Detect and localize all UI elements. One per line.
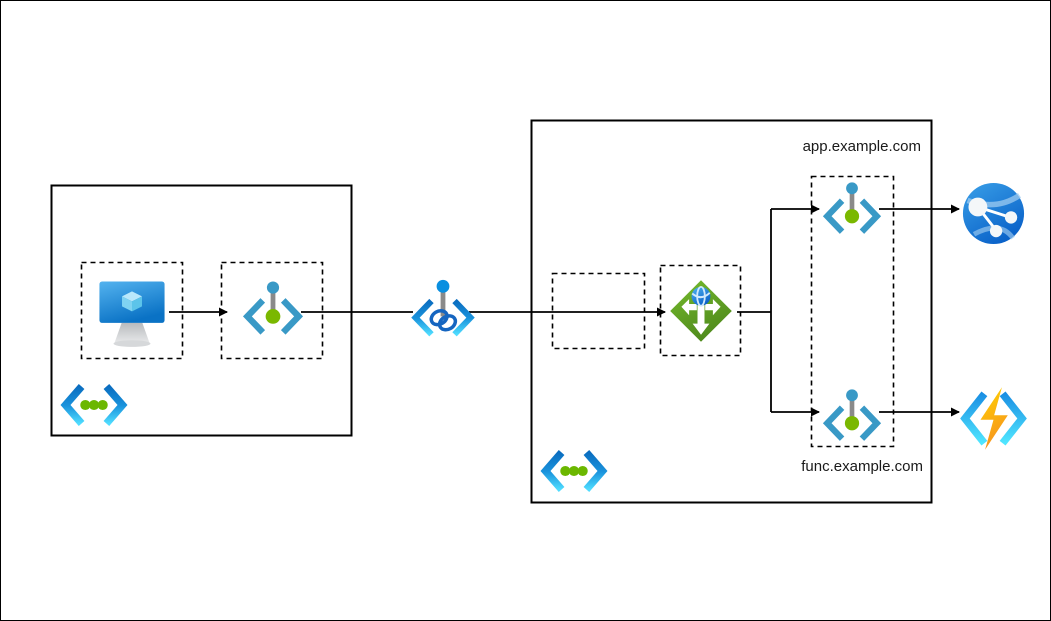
virtual-machine-icon[interactable] [99,281,165,347]
virtual-network-icon [540,450,608,492]
subnet-virtual-machine[interactable] [80,261,184,360]
left-virtual-network[interactable] [50,184,353,437]
virtual-network-icon [60,384,128,426]
icons-layer [99,182,1027,450]
label-func-hostname: func.example.com [801,458,923,475]
subnet-private-endpoints[interactable] [810,175,895,448]
azure-function-icon[interactable] [960,387,1027,450]
private-link-icon[interactable] [411,279,475,337]
application-gateway-icon[interactable] [670,280,732,342]
private-endpoint-icon[interactable] [822,389,882,441]
subnet-application-gateway[interactable] [659,264,742,357]
label-app-hostname: app.example.com [803,138,921,155]
private-endpoint-icon[interactable] [822,182,882,234]
left-virtual-network-outline [50,184,353,437]
subnet-empty[interactable] [551,272,646,350]
app-service-icon[interactable] [962,182,1025,245]
connectors-layer [169,204,960,417]
private-endpoint-icon[interactable] [242,281,304,335]
labels-layer: app.example.com func.example.com [801,138,923,475]
